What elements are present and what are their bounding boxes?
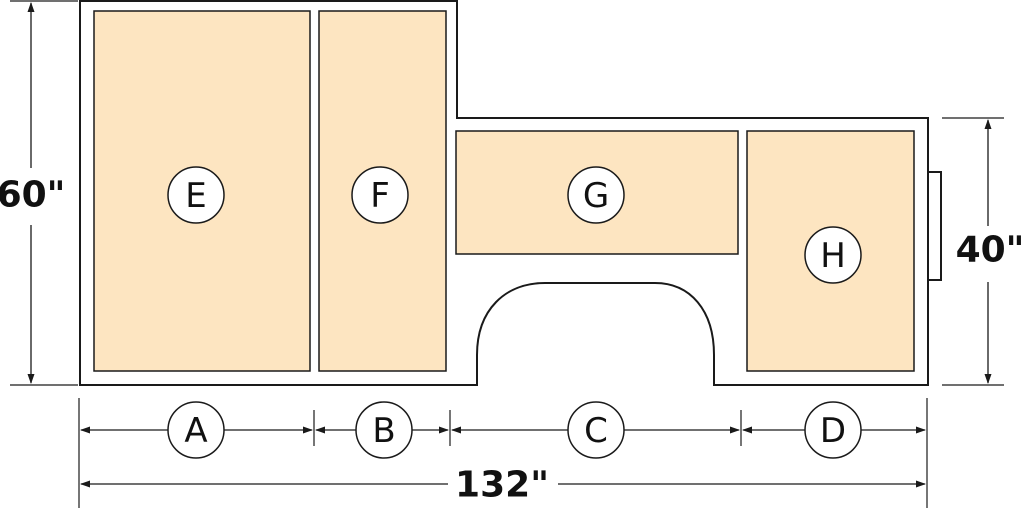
segment-label-d: D: [820, 411, 846, 451]
panel-label-h: H: [820, 236, 846, 276]
left-height-label: 60": [0, 175, 65, 216]
panel-label-e: E: [185, 176, 206, 216]
segment-dim-b: B: [315, 401, 449, 459]
panel-marker-e: E: [167, 166, 225, 224]
segment-label-c: C: [584, 411, 608, 451]
right-height-label: 40": [956, 230, 1024, 271]
side-tab: [927, 171, 942, 281]
overall-width-label: 132": [455, 465, 549, 506]
panel-label-f: F: [370, 176, 390, 216]
panel-marker-h: H: [804, 226, 862, 284]
segment-dim-c: C: [451, 401, 740, 459]
panel-marker-f: F: [351, 166, 409, 224]
segment-dim-a: A: [80, 401, 313, 459]
segment-label-a: A: [184, 411, 207, 451]
panel-marker-g: G: [567, 166, 625, 224]
panel-label-g: G: [583, 176, 609, 216]
segment-dim-d: D: [742, 401, 926, 459]
segment-label-b: B: [372, 411, 395, 451]
